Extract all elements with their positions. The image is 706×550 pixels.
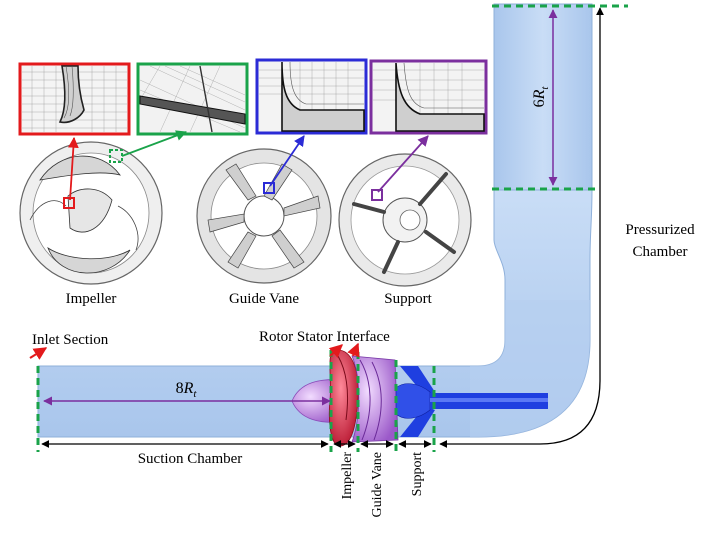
support-mesh-view: [338, 153, 472, 287]
impeller-zoom-arrow: [67, 136, 79, 201]
support-zoom-arrow: [377, 135, 429, 193]
pointer-arrows: [29, 342, 360, 360]
pressurized-chamber-dim: [439, 7, 604, 448]
impeller-mesh-inset: [18, 62, 131, 136]
suction-chamber-label: Suction Chamber: [138, 451, 243, 467]
guide-vane-zoom-arrow: [269, 135, 305, 187]
guide-vane-label: Guide Vane: [229, 291, 299, 307]
impeller-mesh-view: [19, 141, 163, 285]
interface-arrow-2: [347, 342, 360, 358]
support-mesh-inset: [369, 59, 488, 135]
inlet-length-label: 8Rt: [176, 380, 198, 400]
pressurized-chamber-label-line2: Chamber: [633, 244, 688, 260]
impeller-vertical-label: Impeller: [340, 452, 355, 500]
support-strut-top: [400, 366, 435, 396]
guide-vane-mesh-view: [196, 148, 332, 284]
outlet-length-label: 6Rt: [531, 86, 551, 108]
guide-vane-mesh-inset: [255, 58, 368, 135]
impeller-label: Impeller: [66, 291, 117, 307]
dimensions: [41, 7, 604, 448]
text-labels: Impeller Guide Vane Support Inlet Sectio…: [32, 86, 695, 518]
support-strut-bottom: [400, 406, 435, 437]
inlet-section-label: Inlet Section: [32, 332, 109, 348]
rotor-stator-interface-label: Rotor Stator Interface: [259, 329, 390, 345]
inlet-section-arrow: [29, 347, 48, 360]
support-label: Support: [384, 291, 432, 307]
impeller-detail-zoom-arrow: [121, 130, 188, 157]
guide-vane-vertical-label: Guide Vane: [370, 452, 385, 517]
support-vertical-label: Support: [410, 452, 425, 496]
zoom-connectors: [67, 130, 429, 201]
interface-arrow-1: [328, 344, 343, 358]
pressurized-chamber-label-line1: Pressurized: [625, 222, 695, 238]
support-hub: [395, 383, 431, 419]
impeller-detail-mesh-inset: [136, 62, 249, 136]
